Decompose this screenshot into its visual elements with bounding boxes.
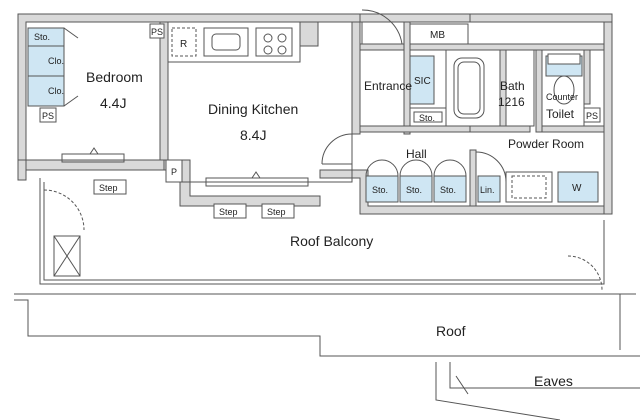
hall-label: Hall [406,147,427,161]
steps [93,179,295,219]
roof-label: Roof [436,323,466,339]
pipe-spaces [39,23,601,123]
bath [445,49,535,127]
toilet-label: Toilet [546,107,575,121]
clo-label: Clo. [48,86,64,96]
ps-label: PS [586,111,598,121]
bath-size: 1216 [498,95,525,109]
dining-kitchen [165,21,353,187]
roof-balcony [39,178,612,291]
powder-room-label: Powder Room [508,137,584,151]
bath-name: Bath [500,79,525,93]
eaves-label: Eaves [534,373,573,389]
toilet [541,49,585,127]
roof [14,293,640,357]
counter-label: Counter [546,92,578,102]
entrance-label: Entrance [364,79,412,93]
step-label: Step [219,207,238,217]
sic-label: SIC [414,76,431,87]
ps-label: PS [42,111,54,121]
p-label: P [171,167,177,177]
kitchen-counter [167,21,301,63]
dining-kitchen-name: Dining Kitchen [208,101,298,117]
roof-balcony-label: Roof Balcony [290,233,373,249]
sto-label: Sto. [419,113,435,123]
entrance-area [321,9,447,165]
sto-label: Sto. [406,185,422,195]
refrigerator-label: R [180,39,187,50]
mb-label: MB [430,30,445,41]
bedroom-size: 4.4J [100,95,126,111]
meter-box [409,23,469,45]
sto-label: Sto. [34,32,50,42]
dining-kitchen-size: 8.4J [240,127,266,143]
linen-label: Lin. [480,185,495,195]
bedroom [25,21,161,163]
washer-label: W [572,183,582,194]
bedroom-name: Bedroom [86,69,143,85]
sto-label: Sto. [440,185,456,195]
step-label: Step [99,183,118,193]
sto-label: Sto. [372,185,388,195]
ps-label: PS [151,27,163,37]
hall [365,159,467,203]
exterior-walls [17,13,613,215]
powder-room [475,151,599,203]
step-label: Step [267,207,286,217]
clo-label: Clo. [48,56,64,66]
eaves [435,362,640,420]
bedroom-storage [27,27,79,107]
